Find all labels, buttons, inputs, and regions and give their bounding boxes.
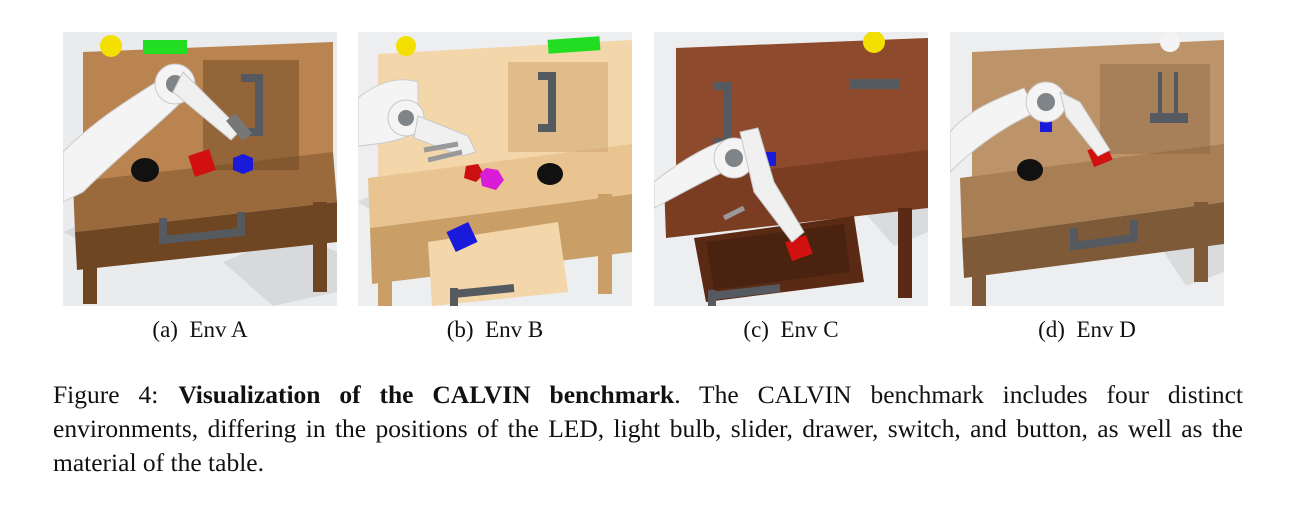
panel-caption-a: (a) Env A bbox=[63, 315, 337, 345]
figure-caption-body: . The CALVIN benchmark includes four dis… bbox=[53, 380, 1243, 477]
panel-name: Env A bbox=[189, 317, 248, 342]
panel-caption-d: (d) Env D bbox=[950, 315, 1224, 345]
panel-name: Env B bbox=[485, 317, 544, 342]
env-b-image bbox=[358, 32, 632, 306]
env-d-image bbox=[950, 32, 1224, 306]
figure-caption: Figure 4: Visualization of the CALVIN ben… bbox=[53, 378, 1243, 480]
panel-label: (c) bbox=[743, 317, 769, 342]
panel-caption-c: (c) Env C bbox=[654, 315, 928, 345]
panel-label: (d) bbox=[1038, 317, 1065, 342]
panel-name: Env D bbox=[1076, 317, 1136, 342]
panel-name: Env C bbox=[780, 317, 839, 342]
panel-caption-b: (b) Env B bbox=[358, 315, 632, 345]
panel-label: (b) bbox=[446, 317, 474, 342]
env-a-image bbox=[63, 32, 337, 306]
env-c-image bbox=[654, 32, 928, 306]
figure-title: Visualization of the CALVIN benchmark bbox=[178, 380, 675, 409]
panel-label: (a) bbox=[152, 317, 178, 342]
figure-label: Figure 4: bbox=[53, 380, 159, 409]
